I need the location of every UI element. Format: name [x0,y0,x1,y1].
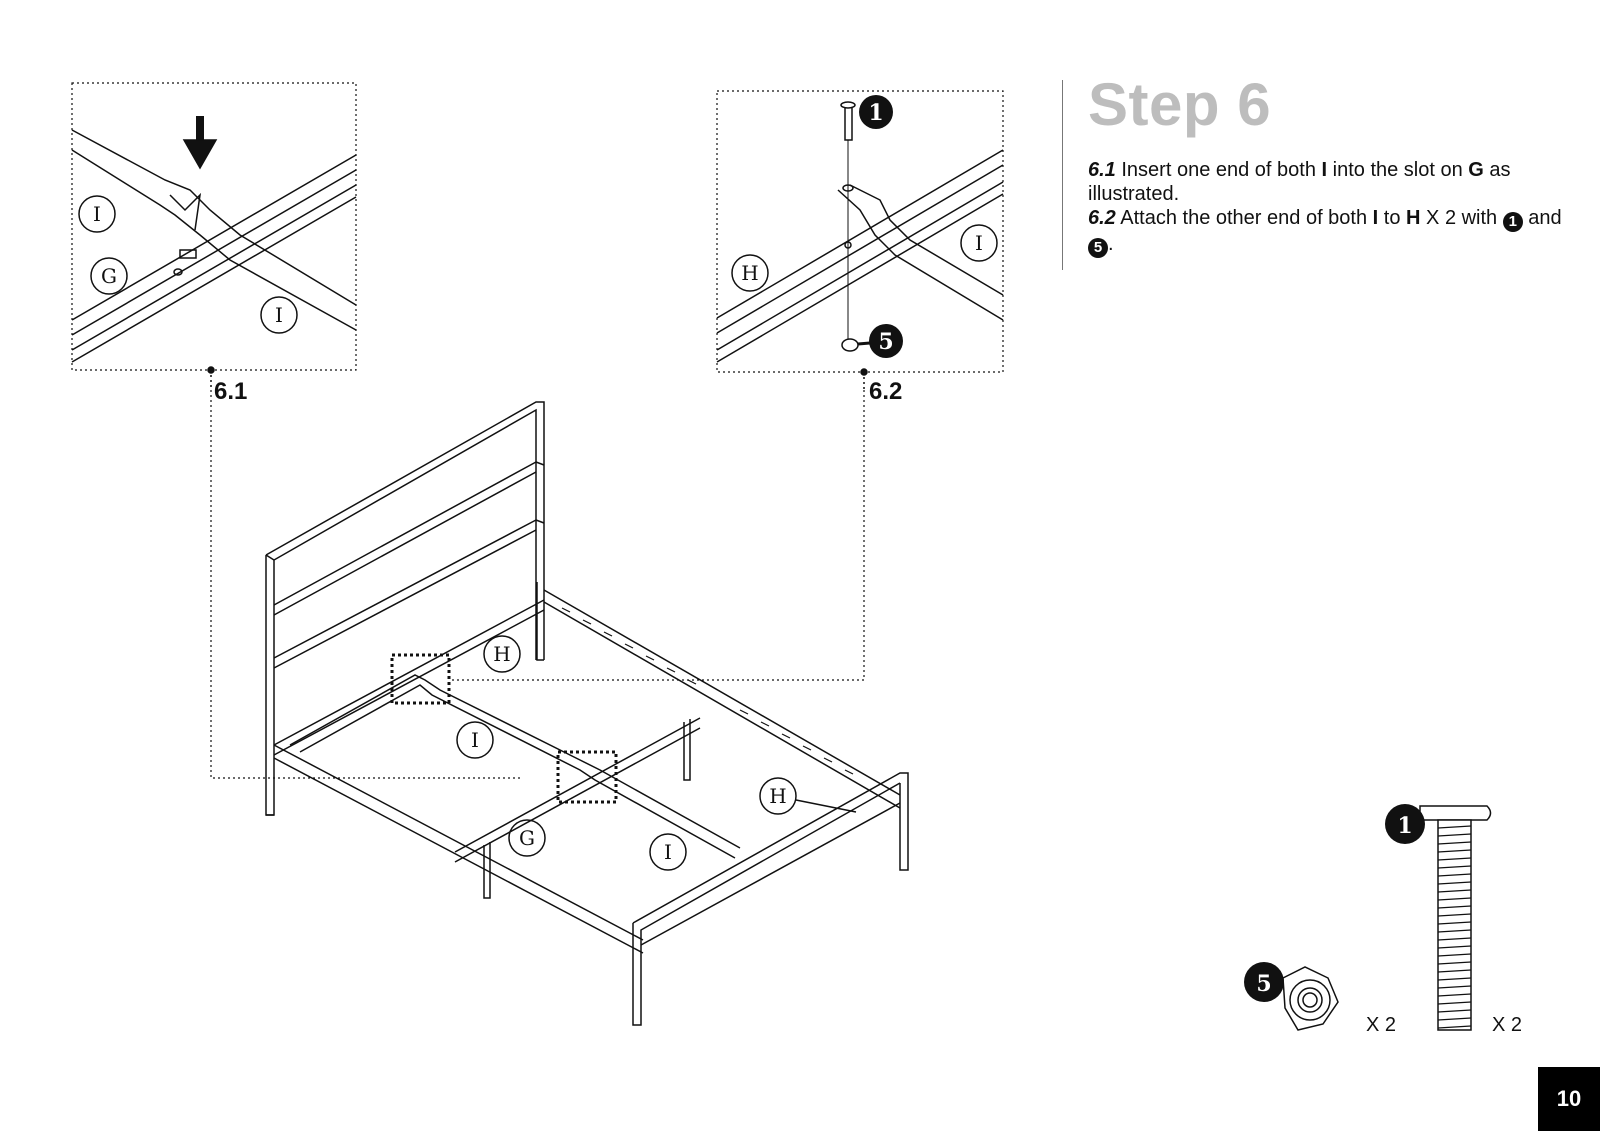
part-label: G [519,826,535,850]
divider [1062,80,1063,270]
instruction-text: as illustrated. [1088,159,1511,205]
bolt-hardware [1419,805,1492,1031]
part-label: H [741,261,758,285]
part-ref: I [1321,159,1328,181]
bed-frame [265,401,909,1026]
bolt-quantity: X 2 [1492,1014,1523,1036]
part-label: G [101,264,117,288]
hardware-ref-icon: 5 [1088,238,1108,258]
instruction-text: Insert one end of both [1115,159,1322,181]
hardware-badge: 5 [878,329,893,355]
step-number: 6.1 [1088,159,1116,181]
detail-6-1 [71,82,357,390]
detail-label-6-1: 6.1 [214,378,248,405]
detail-6-2 [716,90,1004,390]
detail-label-6-2: 6.2 [869,378,903,405]
instruction-6-2: 6.2 Attach the other end of both I to H … [1088,206,1568,258]
instruction-text: X 2 with [1420,207,1503,229]
hardware-ref-icon: 1 [1502,212,1523,232]
hardware-badge: 1 [1397,813,1412,839]
part-label: I [975,231,983,255]
part-label: I [275,303,283,327]
instruction-6-1: 6.1 Insert one end of both I into the sl… [1088,158,1568,206]
page-number: 10 [1538,1067,1600,1131]
part-ref: I [1372,207,1379,229]
step-number: 6.2 [1088,207,1116,229]
step-title: Step 6 [1088,71,1272,138]
hardware-badge: 5 [1256,971,1271,997]
part-label: I [664,840,672,864]
part-label: I [471,728,479,752]
instruction-text: Attach the other end of both [1115,207,1373,229]
part-ref: G [1468,159,1484,181]
part-ref: H [1406,207,1421,229]
part-label: I [93,202,101,226]
instruction-text: . [1108,233,1114,255]
hardware-badge: 1 [868,100,883,126]
instruction-text: to [1378,207,1407,229]
instructions: 6.1 Insert one end of both I into the sl… [1088,158,1568,258]
nut-hardware [1282,966,1339,1031]
instruction-text: and [1522,207,1562,229]
nut-quantity: X 2 [1366,1014,1397,1036]
part-label: H [769,784,786,808]
part-label: H [493,642,510,666]
instruction-text: into the slot on [1327,159,1469,181]
